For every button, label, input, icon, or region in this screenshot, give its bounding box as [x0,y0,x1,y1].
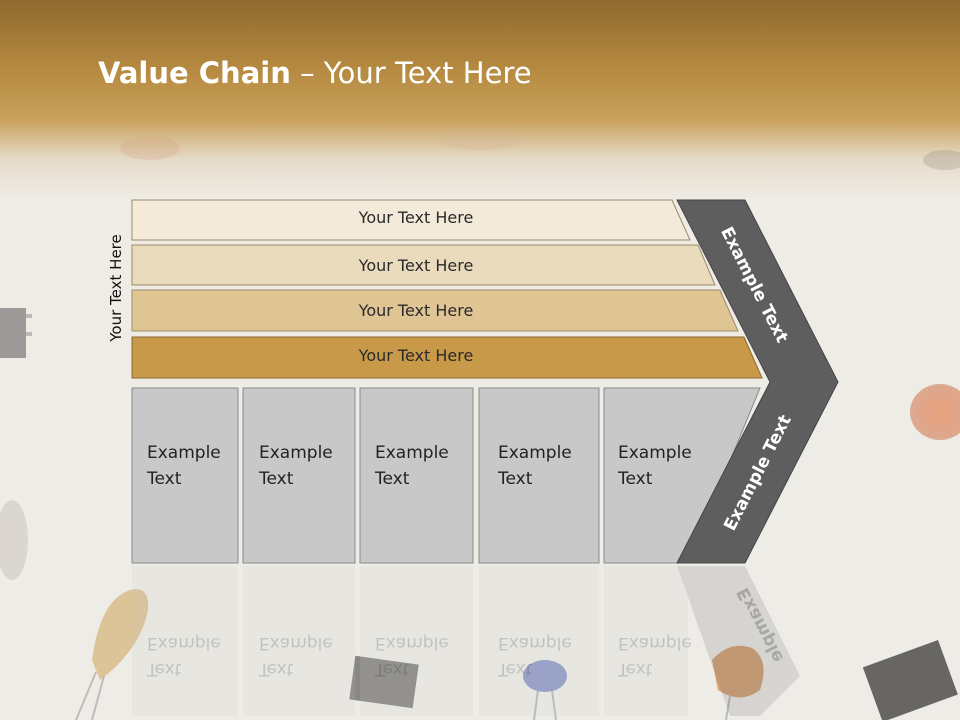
band-label-3: Your Text Here [358,301,474,320]
title-bold-part: Value Chain [98,56,291,90]
cell-2-line1: Example [259,443,333,463]
cell-4-line2: Text [498,469,533,489]
reflection-2-line2: Text [259,659,294,679]
cell-1-line1: Example [147,443,221,463]
activity-cell-3 [359,387,474,564]
cell-3-line2: Text [375,469,410,489]
cell-label-5: Example Text [618,440,692,492]
band-label-1: Your Text Here [358,208,474,227]
reflection-4-line2: Text [498,659,533,679]
reflection-text-4: Text Example [498,630,572,682]
band-label-4: Your Text Here [358,346,474,365]
cell-5-line1: Example [618,443,692,463]
slide-title: Value Chain – Your Text Here [98,56,532,90]
reflection-1-line1: Example [147,633,221,653]
cell-2-line2: Text [259,469,294,489]
reflection-3-line1: Example [375,633,449,653]
reflection-3-line2: Text [375,659,410,679]
cell-1-line2: Text [147,469,182,489]
band-label-2: Your Text Here [358,256,474,275]
cell-label-1: Example Text [147,440,221,492]
reflection-text-2: Text Example [259,630,333,682]
cell-label-3: Example Text [375,440,449,492]
cell-5-line2: Text [618,469,653,489]
cell-label-4: Example Text [498,440,572,492]
support-band-3 [131,289,739,332]
reflection-text-1: Text Example [147,630,221,682]
title-subtitle-part: – Your Text Here [290,56,532,90]
cell-4-line1: Example [498,443,572,463]
diagram-reflection [132,566,800,716]
reflection-text-3: Text Example [375,630,449,682]
activity-cell-4 [478,387,600,564]
reflection-5-line2: Text [618,659,653,679]
reflection-2-line1: Example [259,633,333,653]
support-band-2 [131,244,716,286]
margin-chevron [676,199,839,564]
activity-cell-1 [131,387,239,564]
reflection-5-line1: Example [618,633,692,653]
cell-label-2: Example Text [259,440,333,492]
reflection-1-line2: Text [147,659,182,679]
support-band-1 [131,199,691,241]
reflection-text-5: Text Example [618,630,692,682]
cell-3-line1: Example [375,443,449,463]
reflection-4-line1: Example [498,633,572,653]
activity-cell-2 [242,387,356,564]
support-band-4 [131,336,763,379]
